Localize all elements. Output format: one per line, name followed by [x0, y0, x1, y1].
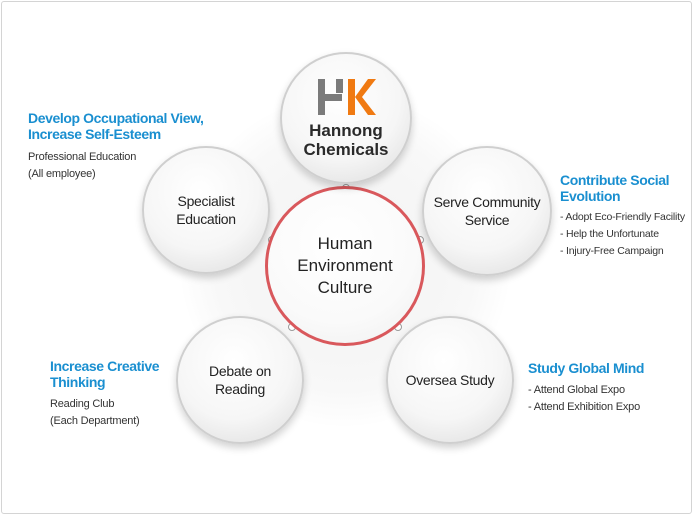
- annotation-top-right: Contribute Social Evolution - Adopt Eco-…: [560, 172, 690, 260]
- center-circle: Human Environment Culture: [265, 186, 425, 346]
- node-label: Oversea Study: [405, 372, 495, 388]
- annotation-item: (Each Department): [50, 415, 140, 427]
- annotation-item: - Attend Global Expo: [528, 384, 625, 396]
- annotation-bottom-left: Increase Creative Thinking Reading Club …: [50, 358, 190, 430]
- annotation-title: Study Global Mind: [528, 360, 645, 376]
- hk-logo-icon: [318, 79, 376, 115]
- annotation-item: Professional Education: [28, 151, 137, 163]
- annotation-item: (All employee): [28, 168, 96, 180]
- annotation-list: Professional Education (All employee): [28, 149, 228, 183]
- annotation-title: Increase Creative Thinking: [50, 358, 160, 390]
- node-label: Specialist Education: [176, 193, 236, 227]
- node-specialist-education: Specialist Education: [142, 146, 270, 274]
- node-oversea-study: Oversea Study: [386, 316, 514, 444]
- logo-bubble: Hannong Chemicals: [280, 52, 412, 184]
- annotation-bottom-right: Study Global Mind - Attend Global Expo -…: [528, 360, 678, 416]
- annotation-item: - Injury-Free Campaign: [560, 245, 664, 257]
- annotation-title: Contribute Social Evolution: [560, 172, 670, 204]
- annotation-title: Develop Occupational View, Increase Self…: [28, 110, 204, 142]
- annotation-list: Reading Club (Each Department): [50, 396, 190, 430]
- node-serve-community: Serve Community Service: [422, 146, 552, 276]
- node-debate-on-reading: Debate on Reading: [176, 316, 304, 444]
- node-label: Debate on Reading: [209, 363, 271, 397]
- annotation-top-left: Develop Occupational View, Increase Self…: [28, 110, 228, 183]
- annotation-item: - Adopt Eco-Friendly Facility: [560, 211, 685, 223]
- annotation-list: - Attend Global Expo - Attend Exhibition…: [528, 382, 678, 416]
- center-label: Human Environment Culture: [297, 234, 393, 297]
- annotation-item: - Help the Unfortunate: [560, 228, 659, 240]
- annotation-item: Reading Club: [50, 398, 115, 410]
- annotation-list: - Adopt Eco-Friendly Facility - Help the…: [560, 209, 690, 260]
- logo-name: Hannong Chemicals: [303, 121, 389, 159]
- annotation-item: - Attend Exhibition Expo: [528, 401, 640, 413]
- node-label: Serve Community Service: [433, 194, 541, 228]
